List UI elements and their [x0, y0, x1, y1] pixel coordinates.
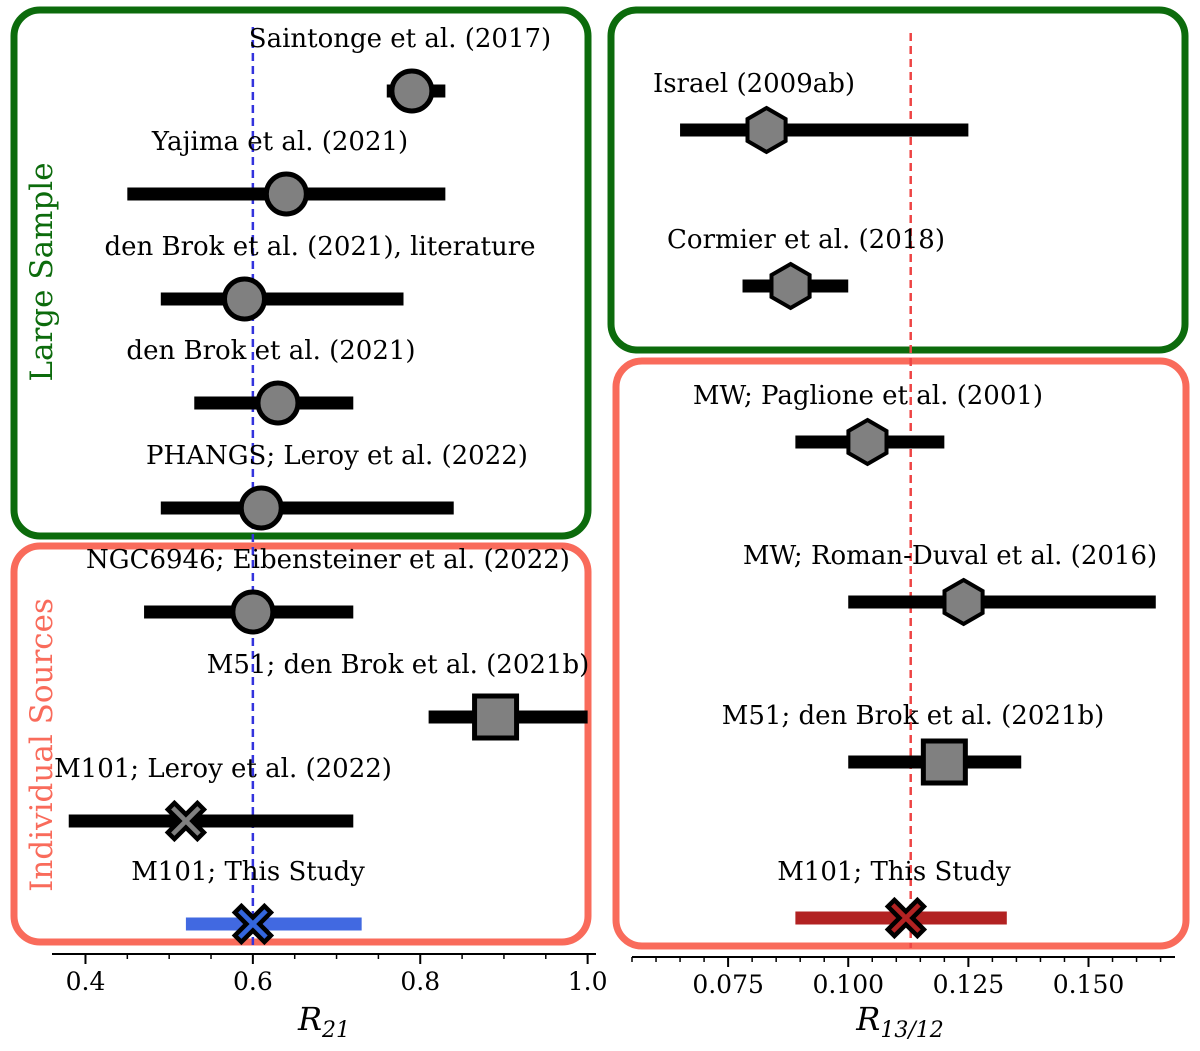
- x-tick-label: 0.075: [692, 970, 764, 999]
- circle-marker: [221, 276, 267, 322]
- data-point-israel-2009ab: Israel (2009ab): [653, 69, 969, 155]
- square-marker: [920, 738, 968, 786]
- point-label: MW; Roman-Duval et al. (2016): [743, 541, 1157, 571]
- x-tick-label: 1.0: [568, 967, 608, 996]
- circle-marker: [255, 380, 301, 426]
- point-label: MW; Paglione et al. (2001): [693, 381, 1043, 411]
- x-marker: [231, 902, 275, 946]
- point-label: Israel (2009ab): [653, 69, 855, 99]
- point-label: den Brok et al. (2021): [126, 336, 415, 366]
- right-x-axis-label: R13/12: [855, 1000, 944, 1043]
- point-label: PHANGS; Leroy et al. (2022): [146, 441, 528, 471]
- data-point-mw-roman-duval-et-al-2016: MW; Roman-Duval et al. (2016): [743, 541, 1157, 627]
- data-point-den-brok-et-al-2021: den Brok et al. (2021): [126, 336, 416, 426]
- x-marker: [884, 896, 928, 940]
- large-sample-box: [10, 6, 592, 540]
- point-label: M51; den Brok et al. (2021b): [722, 701, 1105, 731]
- point-label: M101; Leroy et al. (2022): [54, 754, 392, 784]
- left-x-axis-label: R21: [297, 1000, 350, 1043]
- hexagon-marker: [745, 105, 788, 155]
- x-tick-label: 0.6: [233, 967, 273, 996]
- point-label: M101; This Study: [777, 857, 1011, 887]
- data-point-saintonge-et-al-2017: Saintonge et al. (2017): [249, 24, 551, 114]
- point-label: den Brok et al. (2021), literature: [104, 232, 535, 262]
- right-top-box: [607, 6, 1189, 354]
- x-tick-label: 0.8: [400, 967, 440, 996]
- group-label-individual-sources: Individual Sources: [24, 598, 60, 892]
- circle-marker: [263, 171, 309, 217]
- data-point-cormier-et-al-2018: Cormier et al. (2018): [667, 225, 945, 311]
- data-point-m101-this-study: M101; This Study: [131, 857, 365, 946]
- data-point-phangs-leroy-et-al-2022: PHANGS; Leroy et al. (2022): [146, 441, 528, 531]
- data-point-m51-den-brok-et-al-2021b: M51; den Brok et al. (2021b): [722, 701, 1105, 786]
- x-marker: [164, 799, 208, 843]
- x-tick-label: 0.4: [66, 967, 106, 996]
- x-tick-label: 0.100: [812, 970, 884, 999]
- x-tick-label: 0.150: [1053, 970, 1125, 999]
- group-label-large-sample: Large Sample: [24, 162, 60, 381]
- circle-marker: [389, 68, 435, 114]
- circle-marker: [230, 589, 276, 635]
- hexagon-marker: [846, 417, 889, 467]
- x-ticks: 0.4 0.6 0.8 1.0: [66, 954, 608, 996]
- data-point-ngc6946-eibensteiner-et-al-2022: NGC6946; Eibensteiner et al. (2022): [86, 545, 570, 635]
- right-panel: R13/12 0.075 0.100 0.125 0.150 Israel (2009a…: [607, 6, 1190, 1043]
- point-label: Saintonge et al. (2017): [249, 24, 551, 54]
- hexagon-marker: [769, 261, 812, 311]
- x-tick-label: 0.125: [933, 970, 1005, 999]
- data-point-yajima-et-al-2021: Yajima et al. (2021): [127, 127, 446, 217]
- individual-sources-box: [10, 542, 592, 946]
- data-point-mw-paglione-et-al-2001: MW; Paglione et al. (2001): [693, 381, 1043, 467]
- data-point-m51-den-brok-et-al-2021b: M51; den Brok et al. (2021b): [207, 650, 590, 741]
- square-marker: [472, 693, 520, 741]
- point-label: NGC6946; Eibensteiner et al. (2022): [86, 545, 570, 575]
- hexagon-marker: [942, 577, 985, 627]
- x-ticks: 0.075 0.100 0.125 0.150: [631, 957, 1162, 999]
- data-point-m101-leroy-et-al-2022: M101; Leroy et al. (2022): [54, 754, 392, 843]
- data-point-m101-this-study: M101; This Study: [777, 857, 1011, 940]
- data-point-den-brok-et-al-2021-literature: den Brok et al. (2021), literature: [104, 232, 536, 322]
- point-label: Cormier et al. (2018): [667, 225, 945, 255]
- right-bottom-box: [612, 357, 1190, 950]
- circle-marker: [238, 485, 284, 531]
- point-label: M51; den Brok et al. (2021b): [207, 650, 590, 680]
- point-label: Yajima et al. (2021): [151, 127, 408, 157]
- point-label: M101; This Study: [131, 857, 365, 887]
